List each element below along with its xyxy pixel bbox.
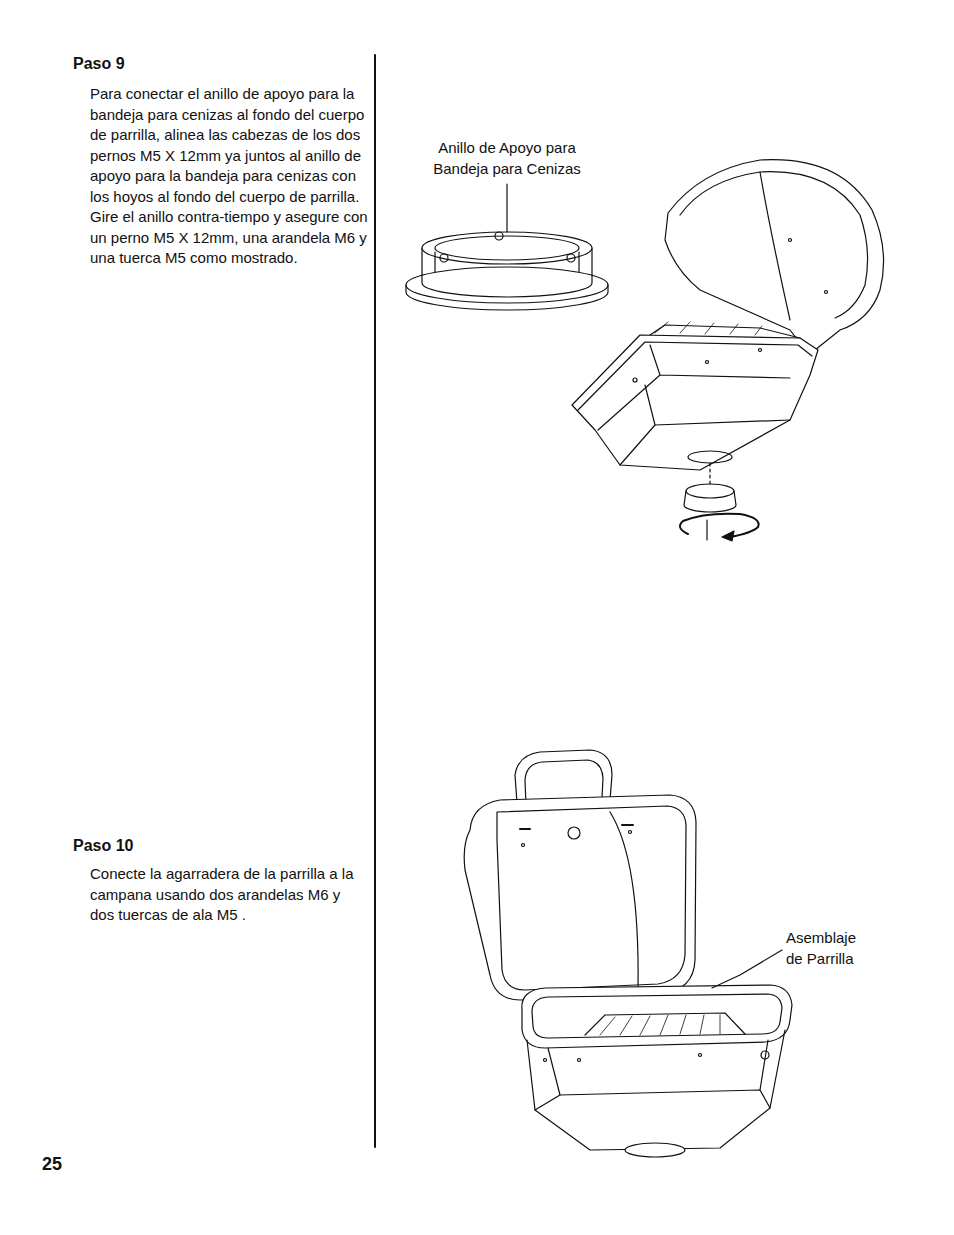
grill-inverted <box>665 160 884 350</box>
page-number: 25 <box>42 1154 102 1175</box>
grill-inverted <box>789 239 792 242</box>
grill-inverted <box>684 491 736 512</box>
grill-assembly <box>497 806 686 990</box>
grill-inverted <box>645 385 655 425</box>
grill-inverted <box>620 420 790 465</box>
callout-label: Anillo de Apoyo para Bandeja para Ceniza… <box>412 138 602 179</box>
grill-assembly <box>600 1015 720 1035</box>
support-ring <box>435 252 579 272</box>
grill-assembly <box>568 827 580 839</box>
grill-inverted <box>722 531 734 541</box>
support-ring <box>440 254 448 262</box>
grill-inverted <box>686 484 734 498</box>
grill-inverted <box>759 349 762 352</box>
grill-assembly <box>699 1054 702 1057</box>
instruction-text: Para conectar el anillo de apoyo para la… <box>90 84 368 269</box>
step-heading: Paso 10 <box>73 836 273 857</box>
grill-assembly <box>585 1013 745 1035</box>
grill-assembly <box>520 825 633 829</box>
column-divider <box>374 55 376 1147</box>
grill-assembly <box>532 994 782 1038</box>
grill-inverted <box>572 160 884 541</box>
grill-assembly <box>522 985 792 1048</box>
grill-assembly <box>761 1051 769 1059</box>
grill-assembly <box>535 1090 770 1110</box>
grill-inverted <box>688 451 732 463</box>
support-ring <box>406 232 608 310</box>
grill-assembly <box>464 750 792 1157</box>
grill-assembly <box>625 1143 685 1157</box>
grill-assembly <box>544 1059 547 1062</box>
support-ring <box>422 232 592 264</box>
support-ring <box>495 232 503 240</box>
grill-inverted <box>655 322 762 335</box>
grill-inverted <box>760 172 790 320</box>
grill-assembly <box>464 795 696 1000</box>
grill-assembly <box>548 1040 768 1095</box>
grill-inverted <box>633 378 637 382</box>
support-ring <box>567 254 575 262</box>
grill-inverted <box>650 325 800 338</box>
grill-inverted <box>706 520 707 540</box>
step-heading: Paso 9 <box>73 54 273 75</box>
grill-assembly <box>578 1059 581 1062</box>
grill-inverted <box>680 514 759 537</box>
grill-assembly <box>610 812 638 990</box>
grill-assembly <box>522 844 525 847</box>
grill-inverted <box>709 463 710 484</box>
grill-inverted <box>706 361 709 364</box>
leader-line <box>506 184 507 232</box>
grill-inverted <box>572 335 818 470</box>
support-ring <box>435 236 579 260</box>
grill-inverted <box>825 291 828 294</box>
grill-assembly <box>527 1030 785 1150</box>
leader-line <box>712 950 782 988</box>
instruction-text: Conecte la agarradera de la parrilla a l… <box>90 864 368 926</box>
callout-label: Asemblaje de Parrilla <box>786 928 876 969</box>
grill-inverted <box>598 345 790 430</box>
grill-assembly <box>629 831 632 834</box>
